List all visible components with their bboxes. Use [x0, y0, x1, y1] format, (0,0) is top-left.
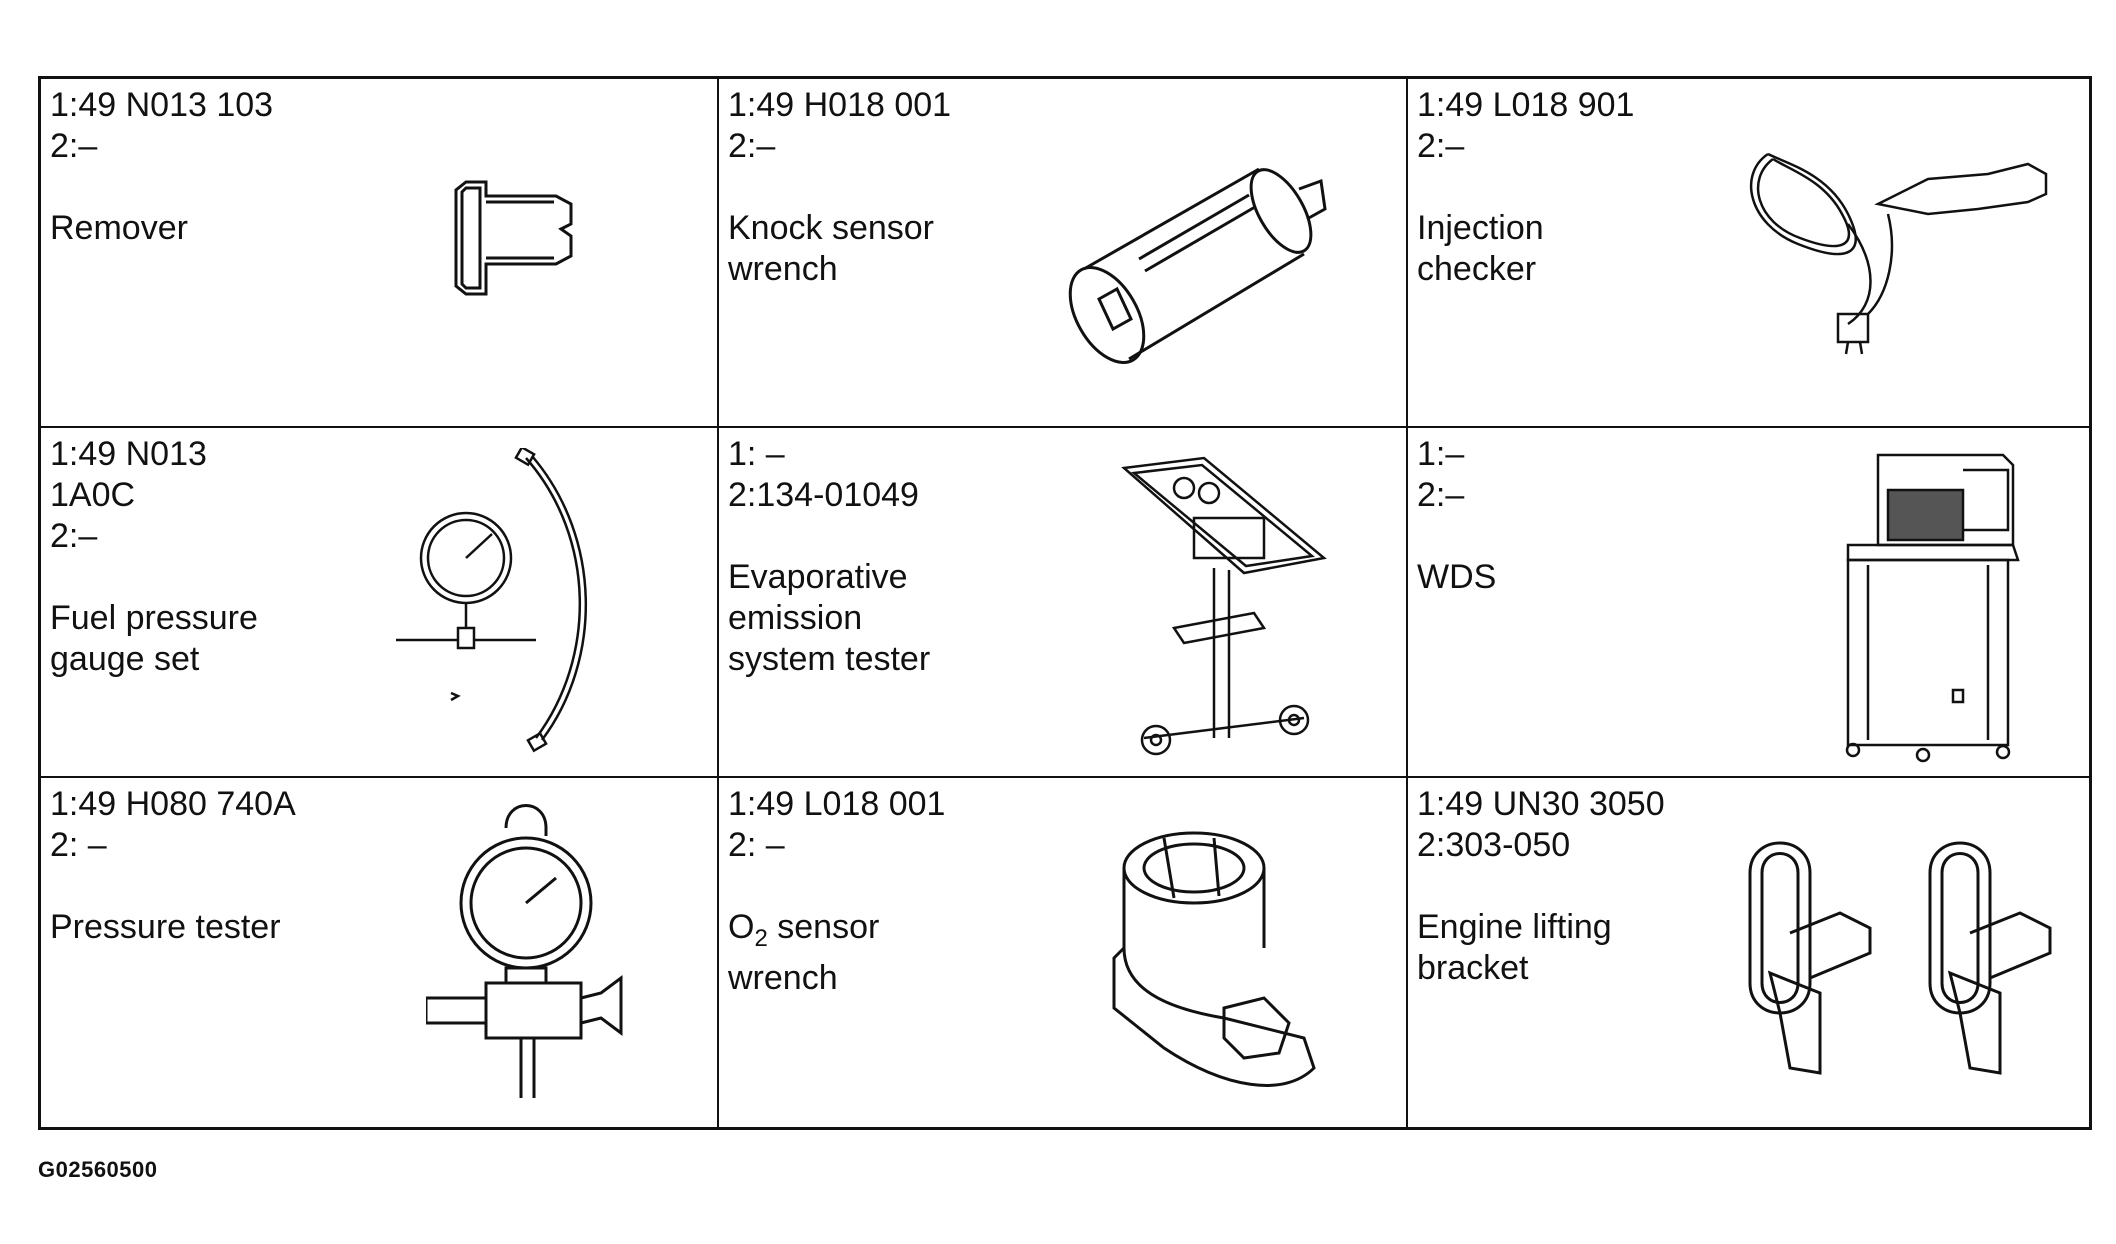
tool-name-line1: Injection [1417, 209, 1544, 247]
tool-cell-evaporative-emission-tester: 1: – 2:134-01049 Evaporative emission sy… [719, 428, 1408, 778]
tool-name-line3: system tester [728, 640, 931, 679]
tool-name-line2: gauge set [50, 640, 200, 679]
pressure-tester-icon [426, 798, 636, 1108]
tool-name: Pressure tester [50, 907, 281, 946]
tool-name-line2: wrench [728, 959, 838, 998]
tool-number-2: 2: – [728, 825, 785, 864]
remover-icon [436, 174, 596, 314]
tool-cell-remover: 1:49 N013 103 2:– Remover [41, 79, 719, 429]
tool-number-2: 2: – [50, 825, 107, 864]
wds-cart-icon [1828, 450, 2028, 765]
tool-number-2: 2:134-01049 [728, 476, 919, 515]
tool-number-1: 1:49 L018 001 [728, 784, 946, 823]
tool-name: Remover [50, 209, 188, 247]
knock-sensor-wrench-icon [1059, 129, 1339, 379]
tool-number-2: 2:– [1417, 127, 1465, 165]
tool-name-line1: Fuel pressure [50, 599, 258, 638]
lifting-bracket-icon [1730, 833, 2070, 1083]
tool-cell-o2-sensor-wrench: 1:49 L018 001 2: – O2 sensor wrench [719, 777, 1408, 1127]
tool-name-line1: Engine lifting [1417, 907, 1612, 946]
tool-number-2: 2:– [50, 127, 98, 165]
tool-cell-engine-lifting-bracket: 1:49 UN30 3050 2:303-050 Engine lifting … [1408, 778, 2089, 1127]
tool-cell-fuel-pressure-gauge-set: 1:49 N013 1A0C 2:– Fuel pressure gauge s… [41, 428, 719, 778]
tool-name-line2: checker [1417, 250, 1537, 288]
tool-name-line2: bracket [1417, 948, 1529, 987]
tool-name-line1: Evaporative [728, 558, 908, 597]
tool-cell-knock-sensor-wrench: 1:49 H018 001 2:– Knock sensor wrench [719, 79, 1408, 429]
tool-number-1: 1:49 H018 001 [728, 86, 952, 124]
injection-checker-icon [1728, 134, 2058, 364]
tool-cell-pressure-tester: 1:49 H080 740A 2: – Pressure tester [41, 777, 719, 1127]
tool-name-line1: O2 sensor [728, 907, 880, 952]
tool-number-1: 1:49 N013 103 [50, 86, 274, 124]
tool-number-2: 2:– [50, 517, 98, 556]
figure-id: G02560500 [38, 1157, 158, 1182]
tool-number-1: 1: – [728, 435, 785, 474]
tool-number-1: 1:– [1417, 435, 1465, 474]
tool-number-1: 1:49 H080 740A [50, 784, 296, 823]
tool-cell-injection-checker: 1:49 L018 901 2:– Injection checker [1408, 79, 2089, 429]
o2-sensor-wrench-icon [1104, 828, 1324, 1098]
tool-number-1: 1:49 UN30 3050 [1417, 784, 1665, 823]
tool-number-2: 2:303-050 [1417, 825, 1571, 864]
tool-number-1: 1:49 L018 901 [1417, 86, 1635, 124]
tool-name-line1: Knock sensor [728, 209, 934, 247]
fuel-pressure-gauge-icon [396, 448, 636, 768]
tool-name-line2: wrench [728, 250, 838, 288]
tool-number-1: 1:49 N013 [50, 435, 207, 474]
evaporative-tester-icon [1114, 448, 1344, 768]
tool-number-1b: 1A0C [50, 476, 136, 515]
tool-number-2: 2:– [1417, 476, 1465, 515]
tool-name: WDS [1417, 558, 1497, 597]
tool-number-2: 2:– [728, 127, 776, 165]
tool-name-line2: emission [728, 599, 863, 638]
special-tools-table: 1:49 N013 103 2:– Remover 1:49 H018 001 … [38, 76, 2092, 1130]
tool-cell-wds: 1:– 2:– WDS [1408, 428, 2089, 778]
